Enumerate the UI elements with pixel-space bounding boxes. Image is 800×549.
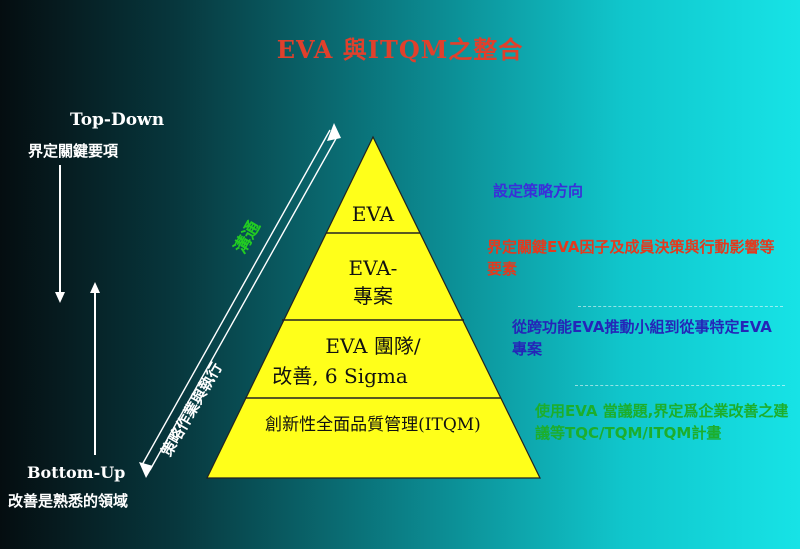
bottom-up-description: 改善是熟悉的領域 xyxy=(8,492,129,510)
diagonal-line-a xyxy=(141,129,331,466)
description-cross-functional: 從跨功能EVA推動小組到從事特定EVA 專案 xyxy=(512,318,772,358)
tier-1-label: EVA xyxy=(352,202,395,226)
diagonal-label-strategy: 策略作業與執行 xyxy=(157,360,226,461)
top-down-description: 界定關鍵要項 xyxy=(28,142,119,160)
separator-2 xyxy=(575,385,785,386)
description-strategy: 設定策略方向 xyxy=(493,182,584,200)
diagonal-line-b xyxy=(149,134,339,471)
separator-1 xyxy=(578,306,783,307)
diagonal-label-communication: 溝通 xyxy=(230,217,265,257)
tier-3-label-line1: EVA 團隊/ xyxy=(325,334,420,358)
up-arrow-head xyxy=(90,282,100,293)
tier-2-label-line2: 專案 xyxy=(353,284,393,308)
top-down-label: Top-Down xyxy=(70,110,165,130)
description-eva-factors: 界定關鍵EVA因子及成員決策與行動影響等要素 xyxy=(487,238,775,278)
bottom-up-label: Bottom-Up xyxy=(27,463,126,482)
page-title: EVA 與ITQM之整合 xyxy=(276,35,524,64)
diagonal-arrow-head-down xyxy=(139,462,153,478)
tier-4-label: 創新性全面品質管理(ITQM) xyxy=(265,415,481,435)
diagonal-arrow-head-up xyxy=(327,123,341,141)
description-itqm-plan: 使用EVA 當議題,界定爲企業改善之建議等TQC/TQM/ITQM計畫 xyxy=(535,402,789,442)
tier-2-label-line1: EVA- xyxy=(349,256,398,280)
down-arrow-head xyxy=(55,292,65,303)
tier-3-label-line2: 改善, 6 Sigma xyxy=(272,364,408,388)
pyramid-body xyxy=(206,135,541,479)
